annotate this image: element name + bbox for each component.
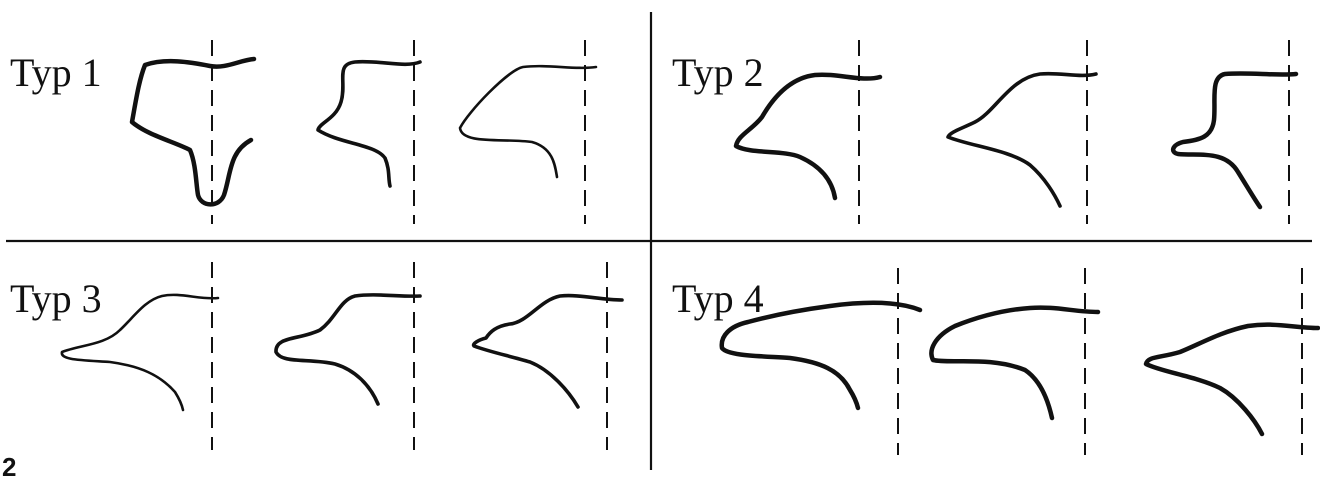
typ-3-profile-1 xyxy=(60,293,220,412)
typ-3-profile-3 xyxy=(471,293,624,409)
panel-label-typ-3: Typ 3 xyxy=(10,276,102,321)
typ-1-profiles xyxy=(129,40,598,224)
typ-3-profile-2 xyxy=(274,293,422,406)
typ-2-profile-2 xyxy=(946,71,1098,208)
typ-4-profiles xyxy=(719,268,1320,455)
typ-4-profile-3 xyxy=(1143,322,1320,437)
typ-2-profiles xyxy=(733,40,1299,224)
typ-4-profile-2 xyxy=(929,305,1101,421)
typ-2-profile-1 xyxy=(733,72,883,201)
typ-3-profiles xyxy=(60,262,624,450)
typ-1-profile-1 xyxy=(129,56,257,207)
panel-label-typ-4: Typ 4 xyxy=(672,276,764,321)
typ-1-profile-3 xyxy=(458,64,598,179)
typ-2-profile-3 xyxy=(1170,71,1299,210)
panel-label-typ-1: Typ 1 xyxy=(10,50,102,95)
figure-number: 2 xyxy=(2,452,16,479)
typ-4-profile-1 xyxy=(719,300,923,411)
typ-1-profile-2 xyxy=(316,59,422,188)
panel-label-typ-2: Typ 2 xyxy=(672,50,764,95)
